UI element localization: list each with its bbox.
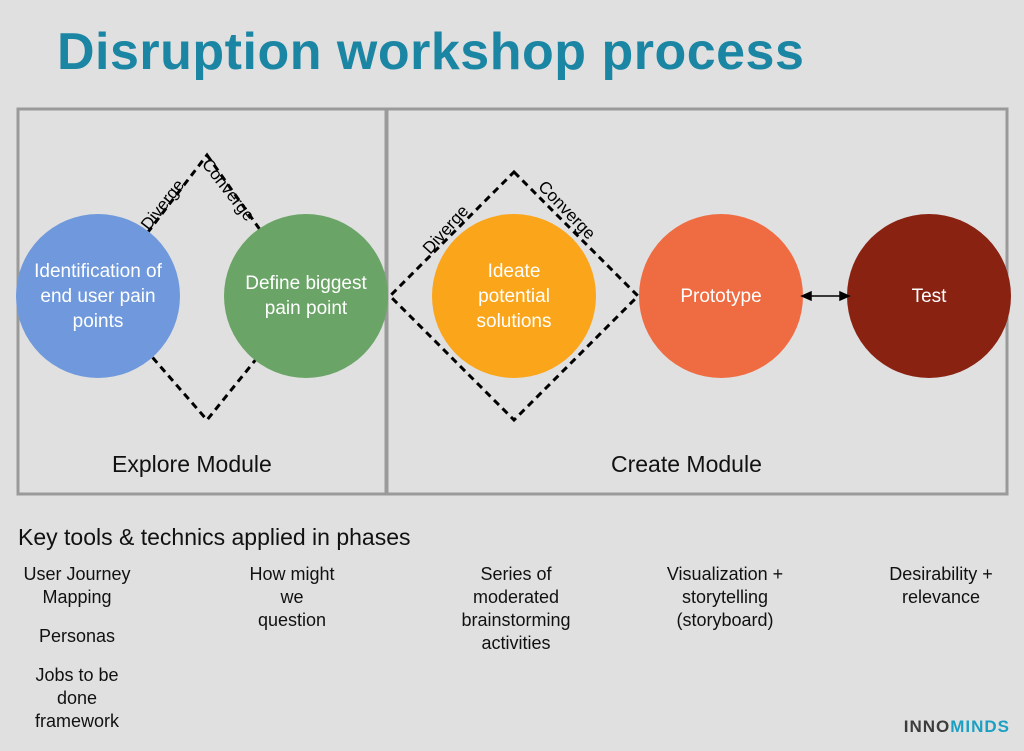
tool-item: Personas <box>38 626 116 646</box>
tool-item: Series of moderated brainstorming activi… <box>461 564 571 653</box>
tool-item: Desirability + relevance <box>889 564 993 607</box>
tools-column-explore-2: How might we question <box>247 563 337 648</box>
explore-module-label: Explore Module <box>112 451 272 477</box>
identification-label: Identification of end user pain points <box>34 260 162 332</box>
ideate-label: Ideate potential solutions <box>476 260 552 332</box>
tools-column-ideate: Series of moderated brainstorming activi… <box>451 563 581 671</box>
circle-define <box>224 214 388 378</box>
prototype-label: Prototype <box>680 285 762 307</box>
circle-identification <box>16 214 180 378</box>
tool-item: User Journey Mapping <box>23 564 131 607</box>
test-label: Test <box>911 285 947 307</box>
tool-item: Jobs to be done framework <box>34 665 119 731</box>
brand-logo: INNOMINDS <box>904 717 1010 737</box>
circle-ideate <box>432 214 596 378</box>
double-arrow <box>800 290 851 302</box>
circle-prototype <box>639 214 803 378</box>
brand-part1: INNO <box>903 717 951 736</box>
brand-part2: MINDS <box>950 717 1010 736</box>
tools-column-test: Desirability + relevance <box>878 563 1004 625</box>
tools-column-explore-1: User Journey Mapping Personas Jobs to be… <box>22 563 132 749</box>
tool-item: How might we question <box>249 564 335 630</box>
define-label: Define biggest pain point <box>245 273 367 319</box>
circle-test <box>847 214 1011 378</box>
tool-item: Visualization + storytelling (storyboard… <box>666 564 784 630</box>
page-title: Disruption workshop process <box>57 23 805 81</box>
create-module-label: Create Module <box>611 451 762 477</box>
tools-title: Key tools & technics applied in phases <box>18 524 411 550</box>
create-diamond <box>387 169 641 423</box>
tools-column-prototype: Visualization + storytelling (storyboard… <box>660 563 790 648</box>
